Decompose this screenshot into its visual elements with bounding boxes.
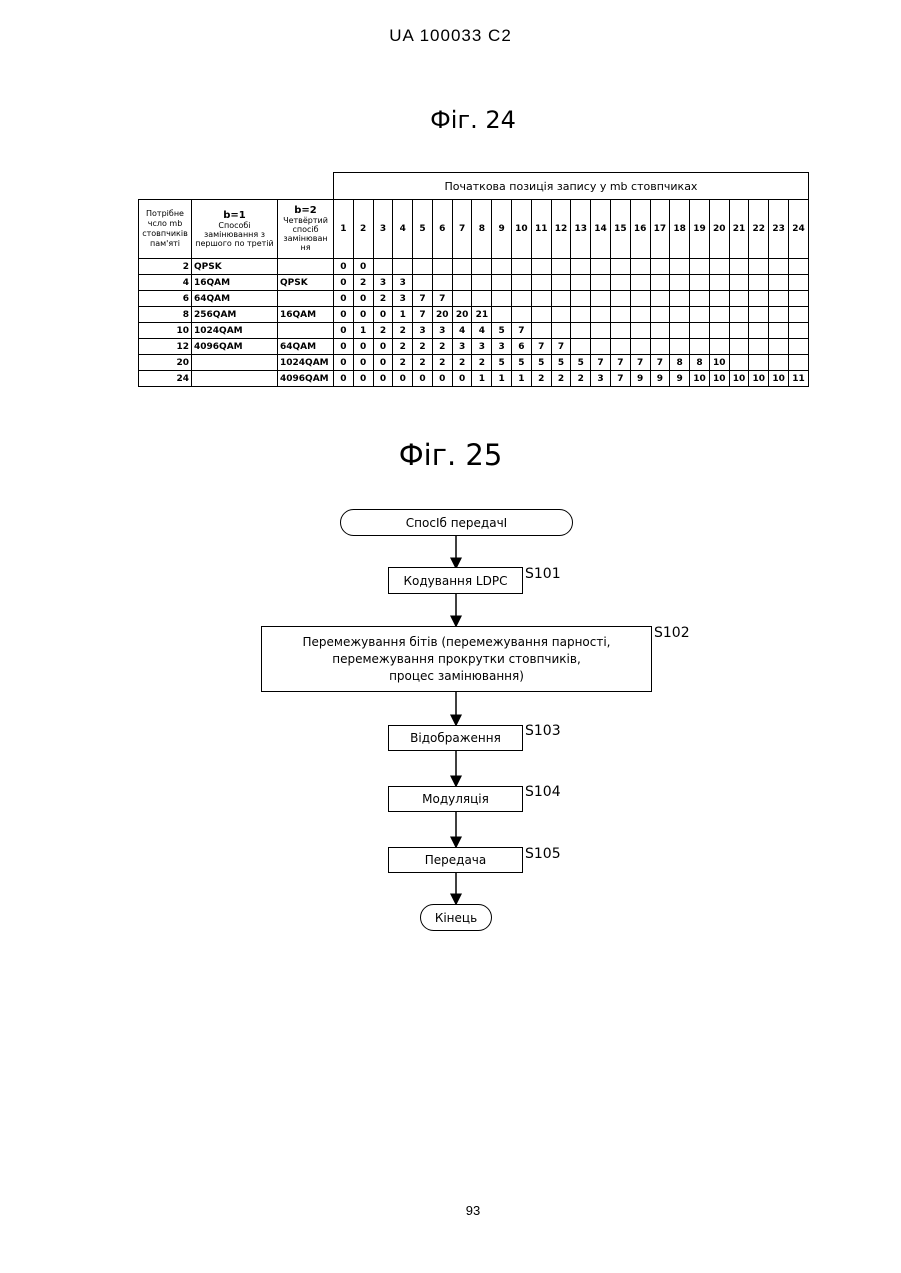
flow-start-terminal: СпосІб передачІ — [340, 509, 573, 536]
flow-label-s103: S103 — [525, 723, 561, 739]
flow-label-s102: S102 — [654, 625, 690, 641]
flow-end-terminal: Кінець — [420, 904, 492, 931]
s102-line1: Перемежування бітів (перемежування парно… — [303, 634, 611, 651]
s102-line2: перемежування прокрутки стовпчиків, — [332, 651, 581, 668]
flow-label-s101: S101 — [525, 566, 561, 582]
flow-step-s102: Перемежування бітів (перемежування парно… — [261, 626, 652, 692]
flow-label-s105: S105 — [525, 846, 561, 862]
page-number: 93 — [0, 1203, 901, 1218]
flow-step-s104: Модуляція — [388, 786, 523, 812]
flow-step-s103: Відображення — [388, 725, 523, 751]
flow-step-s101: Кодування LDPC — [388, 567, 523, 594]
flow-step-s105: Передача — [388, 847, 523, 873]
flow-label-s104: S104 — [525, 784, 561, 800]
s102-line3: процес замінювання) — [389, 668, 524, 685]
